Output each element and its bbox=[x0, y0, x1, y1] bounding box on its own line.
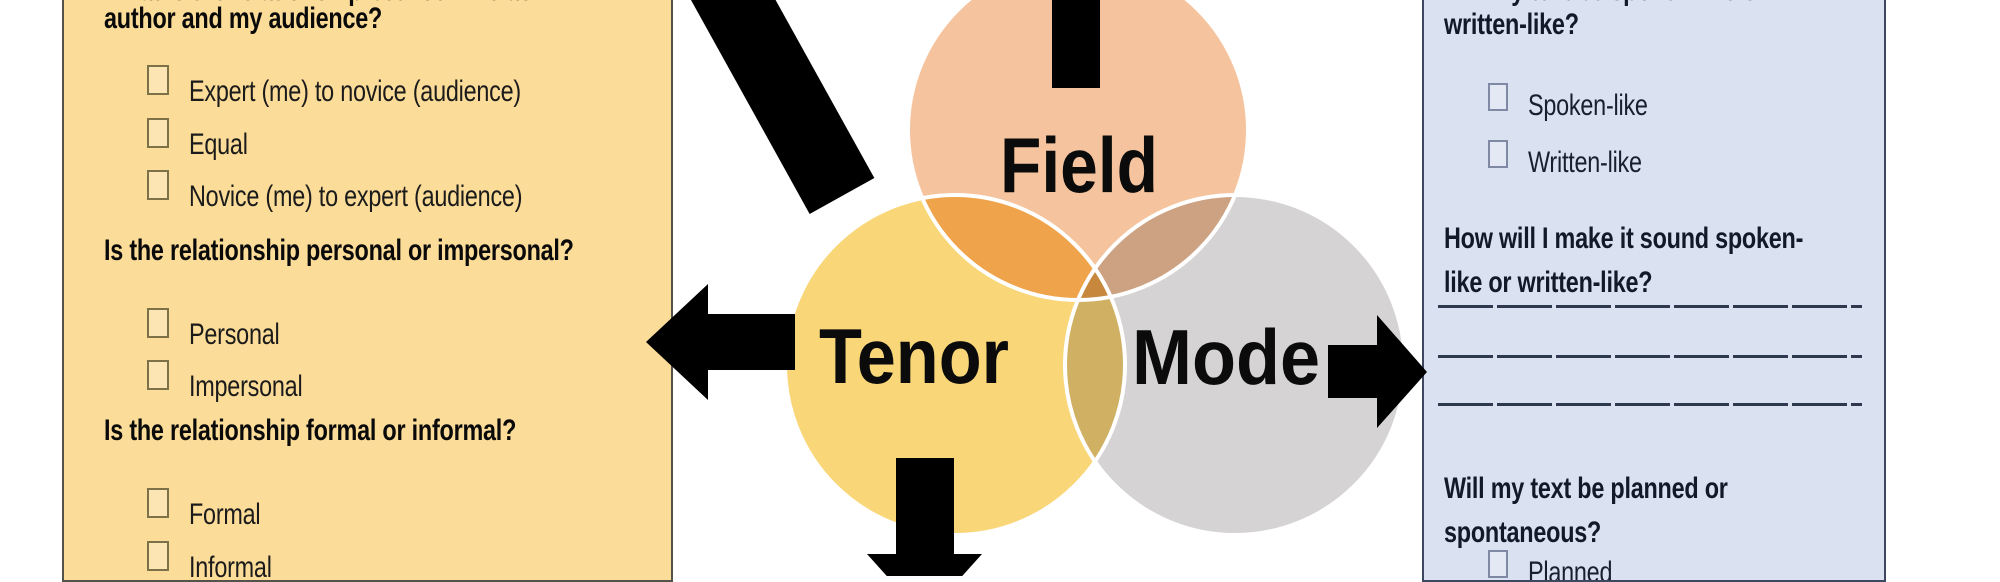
question-text: like or written-like? bbox=[1444, 266, 1653, 299]
write-line[interactable] bbox=[1438, 403, 1862, 406]
checkbox-equal[interactable] bbox=[147, 118, 169, 148]
checkbox-label: Planned bbox=[1528, 556, 1613, 582]
tenor-circle-outline bbox=[783, 193, 1127, 537]
venn-circles bbox=[783, 0, 1407, 537]
checkbox-row: Expert (me) to novice (audience) bbox=[147, 65, 615, 107]
question-text: Will my text be planned or bbox=[1444, 472, 1728, 505]
arrow-right-icon bbox=[1328, 315, 1427, 428]
write-line[interactable] bbox=[1438, 305, 1862, 308]
clipped-question-line: What is the relationship between me as bbox=[104, 0, 653, 8]
mode-label: Mode bbox=[1132, 313, 1320, 401]
checkbox-novice-to-expert[interactable] bbox=[147, 170, 169, 200]
checkbox-personal[interactable] bbox=[147, 308, 169, 338]
field-circle-outline bbox=[906, 0, 1250, 302]
question-text: Will my text be spoken-like or bbox=[1444, 0, 1766, 8]
sound-question-line1: How will I make it sound spoken- bbox=[1444, 222, 1884, 256]
mode-questions-panel: Will my text be spoken-like or written-l… bbox=[1422, 0, 1886, 582]
checkbox-row: Spoken-like bbox=[1488, 83, 1681, 121]
tenor-label: Tenor bbox=[819, 312, 1009, 400]
tenor-questions-panel: What is the relationship between me as a… bbox=[62, 0, 673, 582]
arrow-down-icon bbox=[867, 458, 982, 576]
checkbox-label: Equal bbox=[189, 128, 248, 161]
mode-circle-outline bbox=[1063, 193, 1407, 537]
audience-question: author and my audience? bbox=[104, 2, 461, 36]
tenor-circle bbox=[785, 195, 1125, 535]
formal-informal-question: Is the relationship formal or informal? bbox=[104, 414, 632, 448]
checkbox-label: Expert (me) to novice (audience) bbox=[189, 75, 521, 108]
checkbox-written-like[interactable] bbox=[1488, 140, 1508, 168]
planned-question-line1: Will my text be planned or bbox=[1444, 472, 1808, 506]
question-text: written-like? bbox=[1444, 8, 1579, 41]
checkbox-row: Written-like bbox=[1488, 140, 1674, 178]
checkbox-row: Informal bbox=[147, 541, 295, 582]
checkbox-label: Formal bbox=[189, 498, 261, 531]
checkbox-label: Written-like bbox=[1528, 146, 1642, 179]
checkbox-label: Informal bbox=[189, 551, 272, 582]
checkbox-formal[interactable] bbox=[147, 488, 169, 518]
write-line[interactable] bbox=[1438, 355, 1862, 358]
checkbox-label: Spoken-like bbox=[1528, 89, 1648, 122]
question-text: author and my audience? bbox=[104, 2, 383, 35]
personal-impersonal-question: Is the relationship personal or imperson… bbox=[104, 234, 671, 268]
planned-question-line2: spontaneous? bbox=[1444, 516, 1645, 550]
checkbox-row: Impersonal bbox=[147, 360, 334, 402]
venn-labels: Field Tenor Mode bbox=[819, 121, 1320, 401]
checkbox-row: Formal bbox=[147, 488, 281, 530]
mode-circle bbox=[1065, 195, 1405, 535]
clipped-question-line: Will my text be spoken-like or bbox=[1444, 0, 1857, 8]
checkbox-label: Novice (me) to expert (audience) bbox=[189, 180, 523, 213]
arrow-up-icon bbox=[1052, 0, 1100, 88]
question-text: How will I make it sound spoken- bbox=[1444, 222, 1804, 255]
checkbox-row: Personal bbox=[147, 308, 305, 350]
question-text: Is the relationship formal or informal? bbox=[104, 414, 517, 447]
checkbox-label: Personal bbox=[189, 318, 280, 351]
checkbox-impersonal[interactable] bbox=[147, 360, 169, 390]
question-text: Is the relationship personal or imperson… bbox=[104, 234, 574, 267]
question-text: What is the relationship between me as bbox=[104, 0, 532, 8]
checkbox-informal[interactable] bbox=[147, 541, 169, 571]
field-label: Field bbox=[1000, 121, 1158, 209]
arrow-diagonal-icon bbox=[690, 0, 875, 214]
connector-arrows bbox=[646, 0, 1427, 576]
checkbox-row: Equal bbox=[147, 118, 264, 160]
sound-question-line2: like or written-like? bbox=[1444, 266, 1711, 300]
checkbox-label: Impersonal bbox=[189, 370, 303, 403]
spoken-written-question: written-like? bbox=[1444, 8, 1617, 42]
checkbox-planned[interactable] bbox=[1488, 550, 1508, 578]
checkbox-spoken-like[interactable] bbox=[1488, 83, 1508, 111]
field-circle bbox=[908, 0, 1248, 300]
checkbox-row: Novice (me) to expert (audience) bbox=[147, 170, 616, 212]
checkbox-row: Planned bbox=[1488, 550, 1636, 582]
checkbox-expert-to-novice[interactable] bbox=[147, 65, 169, 95]
question-text: spontaneous? bbox=[1444, 516, 1602, 549]
